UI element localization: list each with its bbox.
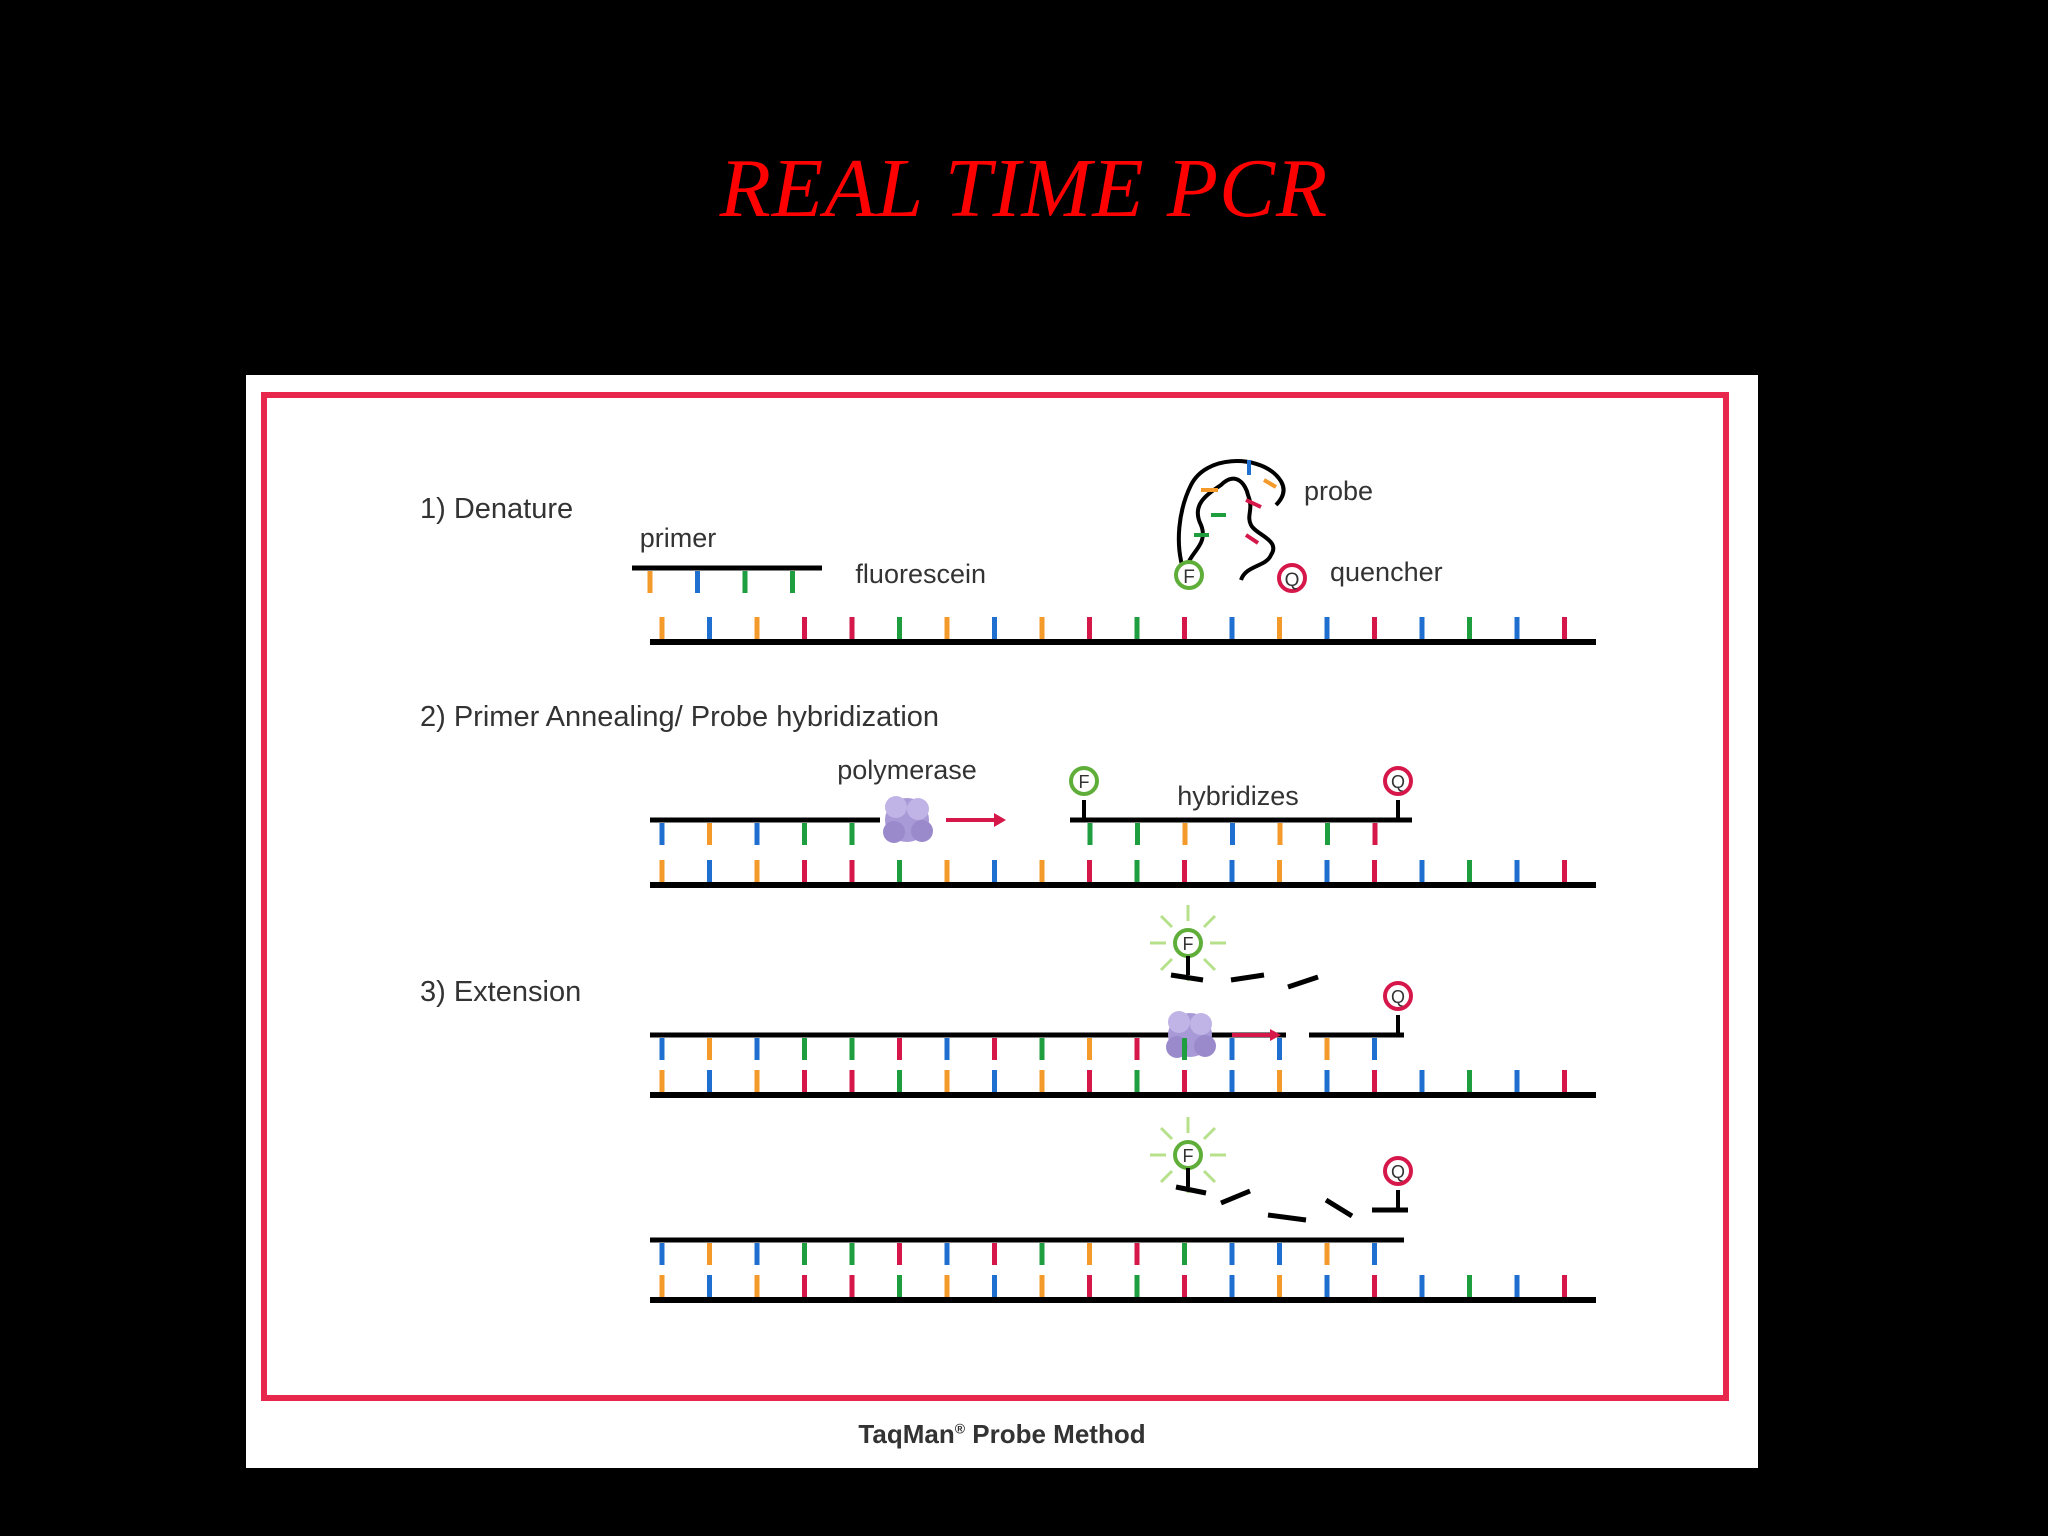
primer-label: primer bbox=[640, 523, 717, 553]
svg-text:F: F bbox=[1183, 934, 1194, 954]
quencher-marker-1: Q bbox=[1277, 563, 1307, 593]
fluorescein-marker-3b: F bbox=[1173, 1140, 1203, 1170]
fluorescein-marker: F bbox=[1174, 560, 1204, 590]
annealed-bases-2 bbox=[659, 823, 1378, 845]
fluorescein-marker-2: F bbox=[1069, 766, 1099, 796]
polymerase-label: polymerase bbox=[837, 755, 977, 785]
hybridizes-label: hybridizes bbox=[1177, 781, 1299, 811]
svg-text:Q: Q bbox=[1391, 987, 1405, 1007]
step-extension-label: 3) Extension bbox=[420, 976, 581, 1008]
fluorescein-label: fluorescein bbox=[855, 559, 986, 589]
step-denature-label: 1) Denature bbox=[420, 493, 573, 525]
svg-text:F: F bbox=[1079, 772, 1090, 792]
quencher-label: quencher bbox=[1330, 557, 1443, 587]
slide-title: REAL TIME PCR bbox=[719, 142, 1329, 235]
probe-bases bbox=[1194, 460, 1278, 545]
polymerase-2 bbox=[883, 796, 933, 843]
polymerase-arrowhead-2 bbox=[994, 813, 1006, 827]
quencher-marker-3a: Q bbox=[1383, 981, 1413, 1011]
annealed-bases-3b bbox=[659, 1243, 1377, 1265]
template-bases-3a bbox=[659, 1070, 1567, 1092]
svg-text:Q: Q bbox=[1285, 570, 1300, 591]
caption-mark: ® bbox=[954, 1420, 966, 1437]
svg-text:Q: Q bbox=[1391, 772, 1405, 792]
svg-text:F: F bbox=[1183, 567, 1195, 588]
template-bases-1 bbox=[659, 617, 1567, 639]
step-annealing-label: 2) Primer Annealing/ Probe hybridization bbox=[420, 701, 939, 733]
primer-bases bbox=[647, 571, 795, 593]
annealed-bases-3a bbox=[659, 1038, 1377, 1060]
probe-label: probe bbox=[1304, 476, 1373, 506]
taqman-figure: 1) Denature 2) Primer Annealing/ Probe h… bbox=[246, 375, 1758, 1468]
caption-rest: Probe Method bbox=[965, 1419, 1146, 1449]
fluorescein-marker-3a: F bbox=[1173, 928, 1203, 958]
svg-text:F: F bbox=[1183, 1146, 1194, 1166]
quencher-marker-3b: Q bbox=[1383, 1156, 1413, 1186]
probe-top bbox=[1176, 459, 1286, 583]
caption-main: TaqMan bbox=[858, 1419, 955, 1449]
polymerase-arrowhead-3a bbox=[1270, 1029, 1281, 1041]
template-bases-3b bbox=[659, 1275, 1567, 1297]
taqman-diagram: 1) Denature 2) Primer Annealing/ Probe h… bbox=[420, 459, 1596, 1303]
figure-caption: TaqMan® Probe Method bbox=[246, 1419, 1758, 1450]
figure-frame bbox=[261, 392, 1729, 1401]
polymerase-3a bbox=[1166, 1011, 1216, 1058]
probe-loop bbox=[1184, 476, 1276, 583]
quencher-marker-2: Q bbox=[1383, 766, 1413, 796]
probe-fragments-3a bbox=[1170, 972, 1319, 990]
template-bases-2 bbox=[659, 860, 1567, 882]
probe-fragments-3b bbox=[1175, 1184, 1408, 1223]
svg-text:Q: Q bbox=[1391, 1162, 1405, 1182]
